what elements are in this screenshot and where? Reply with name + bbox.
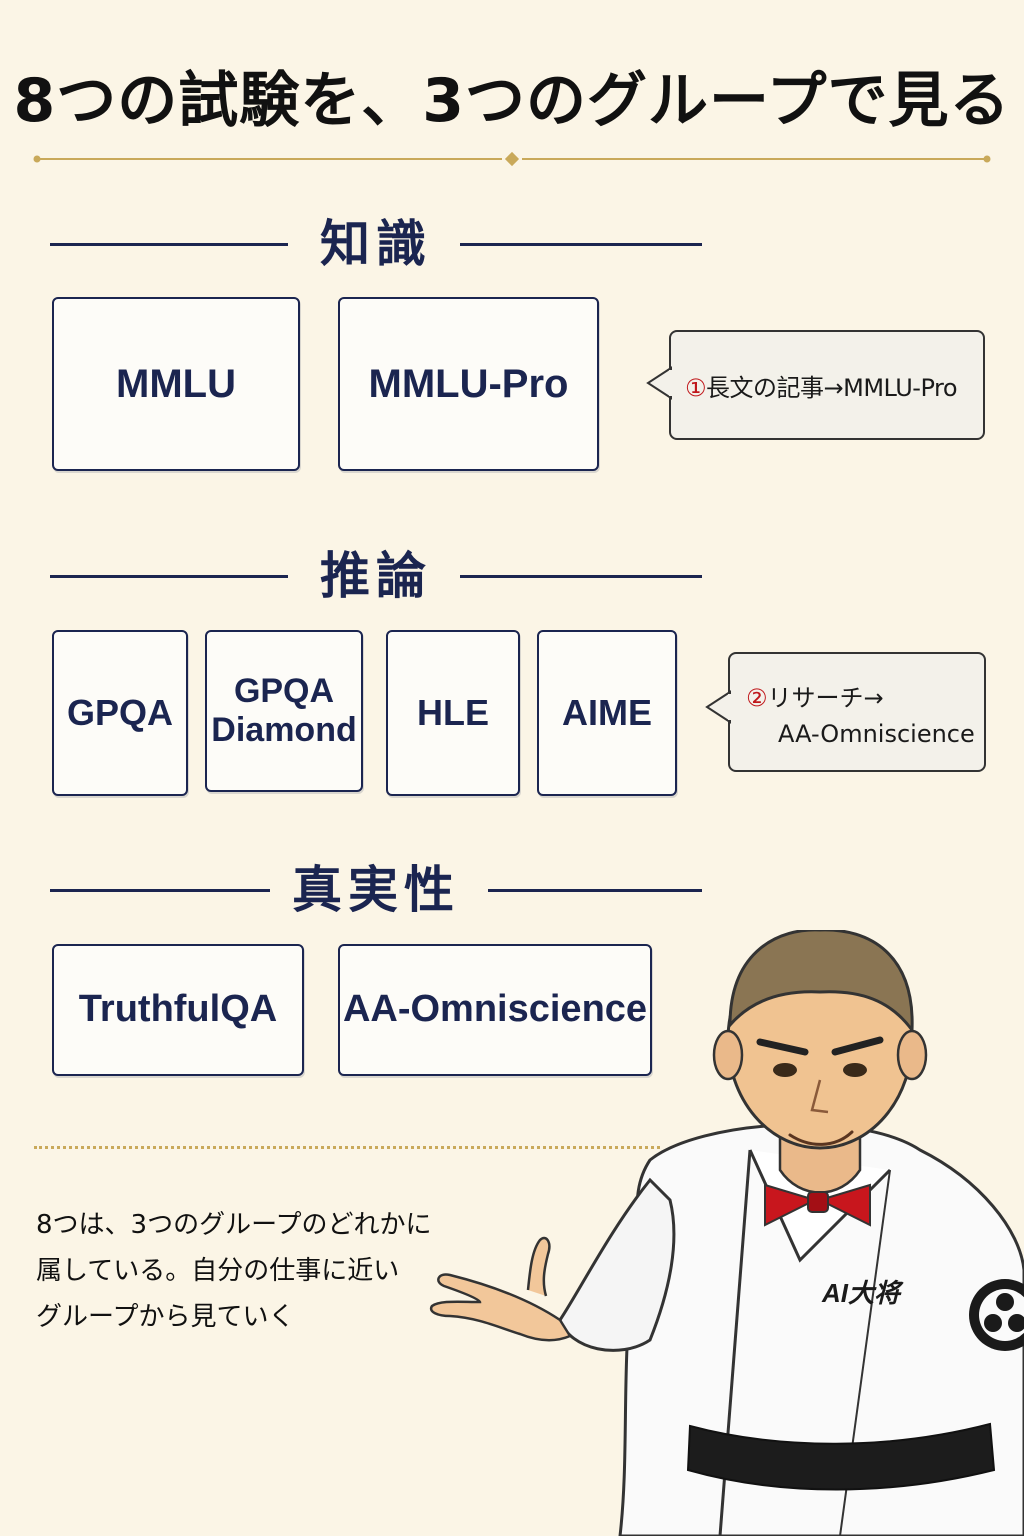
note-number-2: ② <box>746 684 768 712</box>
short-hair <box>728 930 914 1035</box>
section-header-knowledge: 知識 <box>50 214 702 274</box>
note-bubble-2-tail <box>705 690 731 724</box>
header-rule-left <box>50 575 288 578</box>
note-number-1: ① <box>685 374 707 402</box>
header-rule-left <box>50 243 288 246</box>
benchmark-card-mmlu: MMLU <box>52 297 300 471</box>
section-header-reasoning: 推論 <box>50 546 702 606</box>
note-text-2-line1: リサーチ→ <box>767 684 884 712</box>
uniform-text: AI大将 <box>821 1278 904 1308</box>
dotted-divider <box>34 1146 660 1149</box>
title-divider <box>33 151 991 167</box>
header-rule-left <box>50 889 270 892</box>
footer-line-3: グループから見ていく <box>36 1302 295 1332</box>
note-bubble-1: ①長文の記事→MMLU-Pro <box>669 330 985 440</box>
note-bubble-2: ②リサーチ→ AA-Omniscience <box>728 652 986 772</box>
mascot-illustration: AI大将 <box>429 930 1024 1536</box>
family-crest-icon <box>969 1279 1024 1351</box>
section-header-truthfulness: 真実性 <box>50 860 702 920</box>
black-belt <box>686 1422 996 1491</box>
page-title: 8つの試験を、3つのグループで見る <box>13 66 1011 136</box>
benchmark-card-mmlu-pro: MMLU-Pro <box>338 297 599 471</box>
header-rule-right <box>460 243 702 246</box>
open-hand <box>429 1273 572 1342</box>
footer-line-2: 属している。自分の仕事に近い <box>36 1256 400 1286</box>
benchmark-card-aa-omniscience: AA-Omniscience <box>338 944 652 1076</box>
section-title-knowledge: 知識 <box>320 215 432 273</box>
note-text-1: 長文の記事→MMLU-Pro <box>706 374 958 402</box>
section-title-truthfulness: 真実性 <box>292 861 460 919</box>
benchmark-card-hle: HLE <box>386 630 520 796</box>
red-bowtie <box>764 1183 871 1227</box>
header-rule-right <box>488 889 702 892</box>
footer-caption: 8つは、3つのグループのどれかに 属している。自分の仕事に近い グループから見て… <box>36 1202 476 1340</box>
benchmark-card-gpqa: GPQA <box>52 630 188 796</box>
benchmark-card-aime: AIME <box>537 630 677 796</box>
footer-line-1: 8つは、3つのグループのどれかに <box>36 1210 432 1240</box>
note-bubble-1-tail <box>646 366 672 400</box>
benchmark-card-truthfulqa: TruthfulQA <box>52 944 304 1076</box>
gi-sleeve <box>558 1177 676 1352</box>
header-rule-right <box>460 575 702 578</box>
section-title-reasoning: 推論 <box>320 547 432 605</box>
note-text-2-line2: AA-Omniscience <box>778 720 975 748</box>
